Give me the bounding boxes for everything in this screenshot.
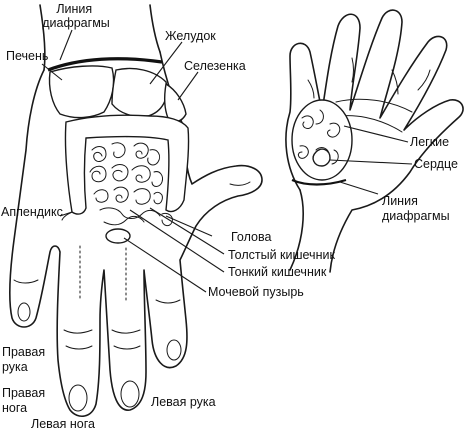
label-lungs: Легкие bbox=[410, 135, 449, 149]
stomach-organ bbox=[111, 67, 168, 118]
head-point bbox=[161, 213, 173, 227]
label-appendix: Аппендикс bbox=[1, 205, 63, 219]
label-diaphragm-line-left-l1: Линия bbox=[56, 2, 92, 16]
label-right-leg-l2: нога bbox=[2, 401, 27, 415]
label-liver: Печень bbox=[6, 49, 48, 63]
heart-organ bbox=[312, 148, 331, 167]
label-diaphragm-line-right: Линия диафрагмы bbox=[382, 194, 450, 223]
label-right-leg-l1: Правая bbox=[2, 386, 45, 400]
small-intestine-coils bbox=[89, 142, 163, 226]
label-bladder: Мочевой пузырь bbox=[208, 285, 304, 299]
diaphragm-line-left-hand bbox=[47, 57, 163, 72]
label-diaphragm-line-left: Линия диафрагмы bbox=[42, 2, 110, 30]
label-heart: Сердце bbox=[414, 157, 458, 171]
label-right-arm-l1: Правая bbox=[2, 345, 45, 359]
leader-lines bbox=[41, 29, 413, 293]
label-right-arm-l2: рука bbox=[2, 360, 28, 374]
label-spleen: Селезенка bbox=[184, 59, 246, 73]
label-small-intestine: Тонкий кишечник bbox=[228, 265, 327, 279]
label-diaphragm-line-right-l2: диафрагмы bbox=[382, 209, 450, 223]
label-right-leg: Правая нога bbox=[2, 386, 49, 415]
left-hand-drawing bbox=[9, 4, 263, 417]
label-right-arm: Правая рука bbox=[2, 345, 49, 374]
liver-organ bbox=[48, 65, 115, 119]
label-left-leg: Левая нога bbox=[31, 417, 95, 431]
spleen-organ bbox=[163, 82, 187, 123]
bladder-organ bbox=[105, 228, 131, 244]
label-left-arm: Левая рука bbox=[151, 395, 216, 409]
label-stomach: Желудок bbox=[165, 29, 216, 43]
label-large-intestine: Толстый кишечник bbox=[228, 248, 335, 262]
label-diaphragm-line-left-l2: диафрагмы bbox=[42, 16, 110, 30]
diaphragm-line-right-hand bbox=[291, 178, 347, 186]
label-head: Голова bbox=[231, 230, 271, 244]
label-diaphragm-line-right-l1: Линия bbox=[382, 194, 418, 208]
large-intestine-organ bbox=[64, 114, 190, 215]
